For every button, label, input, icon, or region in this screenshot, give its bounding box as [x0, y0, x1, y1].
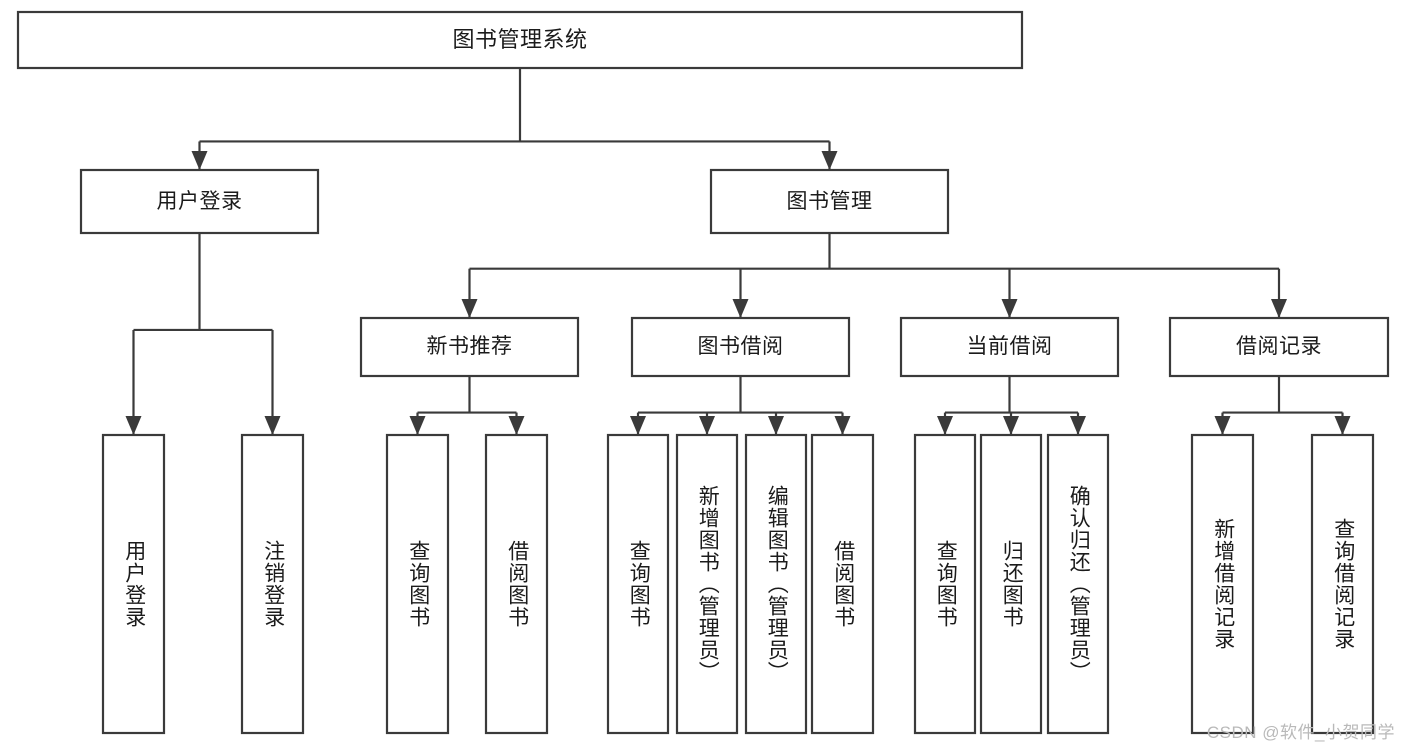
node-box-leaf-query-record[interactable]: [1310, 433, 1375, 735]
connector-layer: [125, 68, 1351, 435]
arrow-head-book-borrow-to-leaf-add-book-admin: [699, 416, 715, 435]
node-box-leaf-add-book-admin[interactable]: [675, 433, 739, 735]
node-box-leaf-logout[interactable]: [240, 433, 305, 735]
arrow-head-book-borrow-to-leaf-query-book-2: [630, 416, 646, 435]
arrow-head-new-book-recommend-to-leaf-borrow-book-1: [508, 416, 525, 435]
node-box-book-borrow[interactable]: [630, 316, 851, 378]
arrow-head-user-login-to-leaf-user-login: [125, 416, 142, 435]
node-box-new-book-recommend[interactable]: [359, 316, 580, 378]
arrow-head-current-borrow-to-leaf-query-book-3: [937, 416, 953, 435]
arrow-head-book-borrow-to-leaf-borrow-book-2: [834, 416, 851, 435]
node-box-leaf-add-record[interactable]: [1190, 433, 1255, 735]
node-box-leaf-query-book-3[interactable]: [913, 433, 977, 735]
node-box-layer: [16, 10, 1390, 735]
node-box-leaf-query-book-1[interactable]: [385, 433, 450, 735]
node-box-book-manage[interactable]: [709, 168, 950, 235]
node-box-leaf-borrow-book-2[interactable]: [810, 433, 875, 735]
arrow-head-book-manage-to-current-borrow: [1001, 299, 1018, 318]
node-box-leaf-borrow-book-1[interactable]: [484, 433, 549, 735]
arrow-head-borrow-record-to-leaf-add-record: [1214, 416, 1231, 435]
node-box-leaf-user-login[interactable]: [101, 433, 166, 735]
node-box-user-login[interactable]: [79, 168, 320, 235]
node-box-root[interactable]: [16, 10, 1024, 70]
arrow-head-borrow-record-to-leaf-query-record: [1334, 416, 1351, 435]
node-box-current-borrow[interactable]: [899, 316, 1120, 378]
node-box-borrow-record[interactable]: [1168, 316, 1390, 378]
arrow-head-book-borrow-to-leaf-edit-book-admin: [768, 416, 784, 435]
node-box-leaf-query-book-2[interactable]: [606, 433, 670, 735]
node-box-leaf-edit-book-admin[interactable]: [744, 433, 808, 735]
node-box-leaf-confirm-return[interactable]: [1046, 433, 1110, 735]
arrow-head-new-book-recommend-to-leaf-query-book-1: [409, 416, 426, 435]
arrow-head-book-manage-to-new-book-recommend: [461, 299, 478, 318]
arrow-head-book-manage-to-borrow-record: [1271, 299, 1287, 318]
arrow-head-root-to-book-manage: [821, 151, 838, 170]
arrow-head-current-borrow-to-leaf-confirm-return: [1070, 416, 1086, 435]
arrow-head-book-manage-to-book-borrow: [732, 299, 749, 318]
arrow-head-current-borrow-to-leaf-return-book: [1003, 416, 1019, 435]
node-box-leaf-return-book[interactable]: [979, 433, 1043, 735]
arrow-head-root-to-user-login: [191, 151, 208, 170]
arrow-head-user-login-to-leaf-logout: [264, 416, 281, 435]
